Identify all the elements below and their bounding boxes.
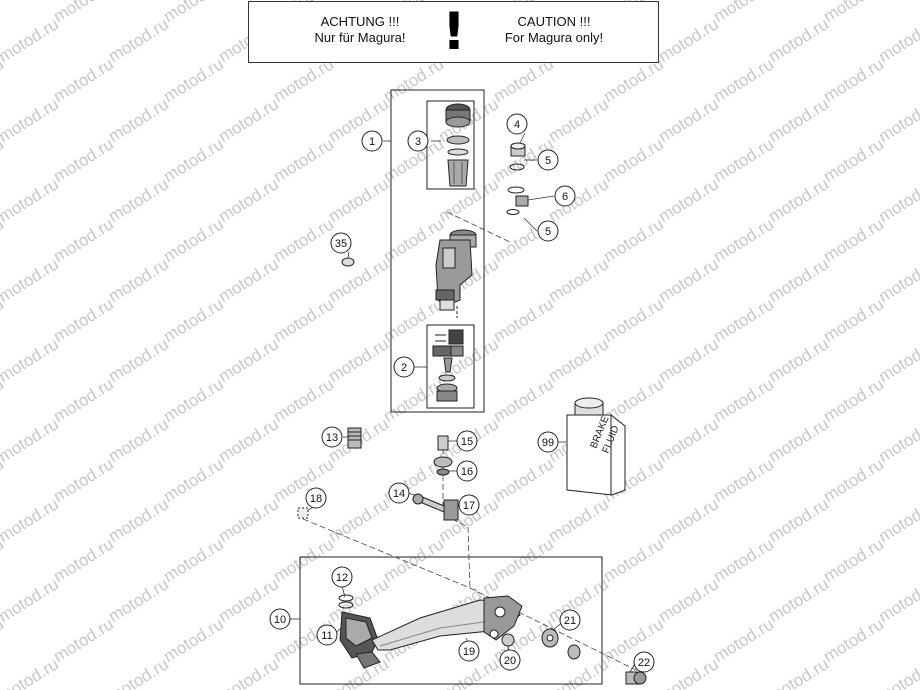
callout-number: 11 <box>321 630 332 642</box>
callout-10: 10 <box>269 608 291 630</box>
fitting-parts <box>506 142 529 215</box>
callout-number: 3 <box>415 136 421 148</box>
callout-1: 1 <box>361 130 383 152</box>
callout-5: 5 <box>537 220 559 242</box>
small-parts <box>297 257 459 609</box>
callout-number: 18 <box>310 493 322 505</box>
brake-fluid-bottle-part: BRAKE FLUID <box>566 397 626 496</box>
master-cylinder-frame <box>390 89 485 413</box>
callout-22: 22 <box>633 651 655 673</box>
callout-4: 4 <box>506 113 528 135</box>
callout-21: 21 <box>559 609 581 631</box>
callout-number: 14 <box>393 488 405 500</box>
callout-15: 15 <box>456 430 478 452</box>
callout-number: 19 <box>463 646 475 658</box>
callout-17: 17 <box>458 494 480 516</box>
caution-german: ACHTUNG !!! Nur für Magura! <box>285 14 435 46</box>
repair-kit-part <box>432 329 464 402</box>
callout-number: 4 <box>514 119 520 131</box>
callout-number: 16 <box>461 466 473 478</box>
caution-english-title: CAUTION !!! <box>517 14 591 29</box>
callout-35: 35 <box>330 232 352 254</box>
callout-11: 11 <box>316 624 338 646</box>
callout-number: 22 <box>638 657 650 669</box>
callout-16: 16 <box>456 460 478 482</box>
callout-2: 2 <box>393 356 415 378</box>
callout-6: 6 <box>554 185 576 207</box>
callout-number: 5 <box>545 226 551 238</box>
callout-18: 18 <box>305 487 327 509</box>
caution-german-text: Nur für Magura! <box>314 30 406 45</box>
callout-number: 10 <box>274 614 286 626</box>
reservoir-cap-part <box>445 103 471 187</box>
callout-number: 35 <box>335 238 347 250</box>
caution-box: ACHTUNG !!! Nur für Magura! ! CAUTION !!… <box>248 1 659 63</box>
callout-12: 12 <box>331 566 353 588</box>
callout-number: 99 <box>542 437 554 449</box>
callout-number: 21 <box>564 615 576 627</box>
callout-20: 20 <box>499 649 521 671</box>
callout-3: 3 <box>407 130 429 152</box>
pedal-assembly-frame <box>299 556 603 685</box>
callout-number: 1 <box>369 136 375 148</box>
callout-number: 20 <box>504 655 516 667</box>
brake-pedal-part <box>339 595 647 685</box>
callout-number: 2 <box>401 362 407 374</box>
callout-number: 13 <box>326 432 338 444</box>
master-cylinder-body-part <box>435 229 477 318</box>
repair-kit-frame <box>426 324 475 409</box>
caution-english: CAUTION !!! For Magura only! <box>479 14 629 46</box>
caution-german-title: ACHTUNG !!! <box>320 14 400 29</box>
callout-number: 15 <box>461 436 473 448</box>
callout-19: 19 <box>458 640 480 662</box>
callout-number: 5 <box>545 155 551 167</box>
exclamation-icon: ! <box>442 2 466 62</box>
callout-14: 14 <box>388 482 410 504</box>
callout-99: 99 <box>537 431 559 453</box>
callout-5: 5 <box>537 149 559 171</box>
callout-number: 6 <box>562 191 568 203</box>
caution-english-text: For Magura only! <box>504 30 604 45</box>
callout-13: 13 <box>321 426 343 448</box>
callout-number: 17 <box>463 500 475 512</box>
callout-number: 12 <box>336 572 348 584</box>
